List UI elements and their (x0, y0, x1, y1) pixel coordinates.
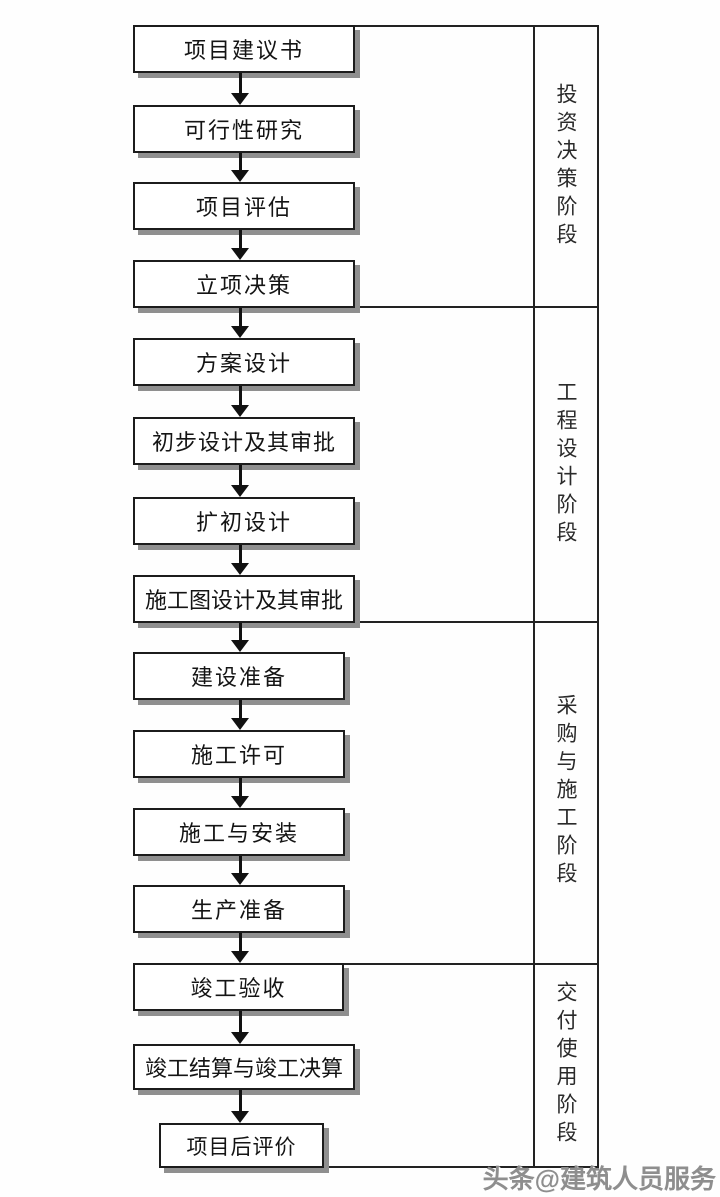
flow-step-construction-preparation: 建设准备 (133, 652, 345, 700)
flow-arrow-down-icon (230, 623, 250, 652)
flow-step-production-preparation: 生产准备 (133, 885, 345, 933)
bracket-bottom-line (322, 1166, 599, 1168)
bracket-right-rail (597, 25, 599, 1168)
flow-arrow-down-icon (230, 778, 250, 808)
phase-label-procurement-construction: 采购与施工阶段 (554, 694, 578, 890)
phase-divider-3 (342, 963, 599, 965)
flow-arrow-down-icon (230, 386, 250, 417)
flow-arrow-down-icon (230, 73, 250, 105)
flow-arrow-down-icon (230, 465, 250, 497)
flow-arrow-down-icon (230, 153, 250, 182)
phase-label-delivery-use: 交付使用阶段 (554, 980, 578, 1149)
flow-step-preliminary-design-approval: 初步设计及其审批 (133, 417, 355, 465)
flow-arrow-down-icon (230, 856, 250, 885)
flow-step-construction-and-installation: 施工与安装 (133, 808, 345, 856)
phase-label-investment-decision: 投资决策阶段 (554, 82, 578, 251)
flow-step-completion-settlement-final-accounts: 竣工结算与竣工决算 (133, 1044, 355, 1090)
flow-step-expanded-preliminary-design: 扩初设计 (133, 497, 355, 545)
phase-divider-2 (351, 621, 599, 623)
flow-step-project-evaluation: 项目评估 (133, 182, 355, 230)
flow-step-post-project-evaluation: 项目后评价 (159, 1123, 324, 1168)
flow-arrow-down-icon (230, 1011, 250, 1044)
flow-step-construction-permit: 施工许可 (133, 730, 345, 778)
flow-arrow-down-icon (230, 230, 250, 260)
flow-step-project-approval-decision: 立项决策 (133, 260, 355, 308)
flow-arrow-down-icon (230, 700, 250, 730)
phase-label-engineering-design: 工程设计阶段 (554, 380, 578, 549)
phase-divider-1 (353, 306, 599, 308)
flow-step-completion-acceptance: 竣工验收 (133, 963, 344, 1011)
flow-step-scheme-design: 方案设计 (133, 338, 355, 386)
bracket-left-rail (533, 25, 535, 1168)
flow-arrow-down-icon (230, 933, 250, 963)
flow-arrow-down-icon (230, 545, 250, 575)
flow-step-project-proposal: 项目建议书 (133, 25, 355, 73)
flow-arrow-down-icon (230, 308, 250, 338)
flow-step-construction-drawing-design-approval: 施工图设计及其审批 (133, 575, 355, 623)
flow-step-feasibility-study: 可行性研究 (133, 105, 355, 153)
flow-arrow-down-icon (230, 1090, 250, 1123)
watermark: 头条@建筑人员服务 (482, 1164, 716, 1194)
bracket-top-line (353, 25, 599, 27)
